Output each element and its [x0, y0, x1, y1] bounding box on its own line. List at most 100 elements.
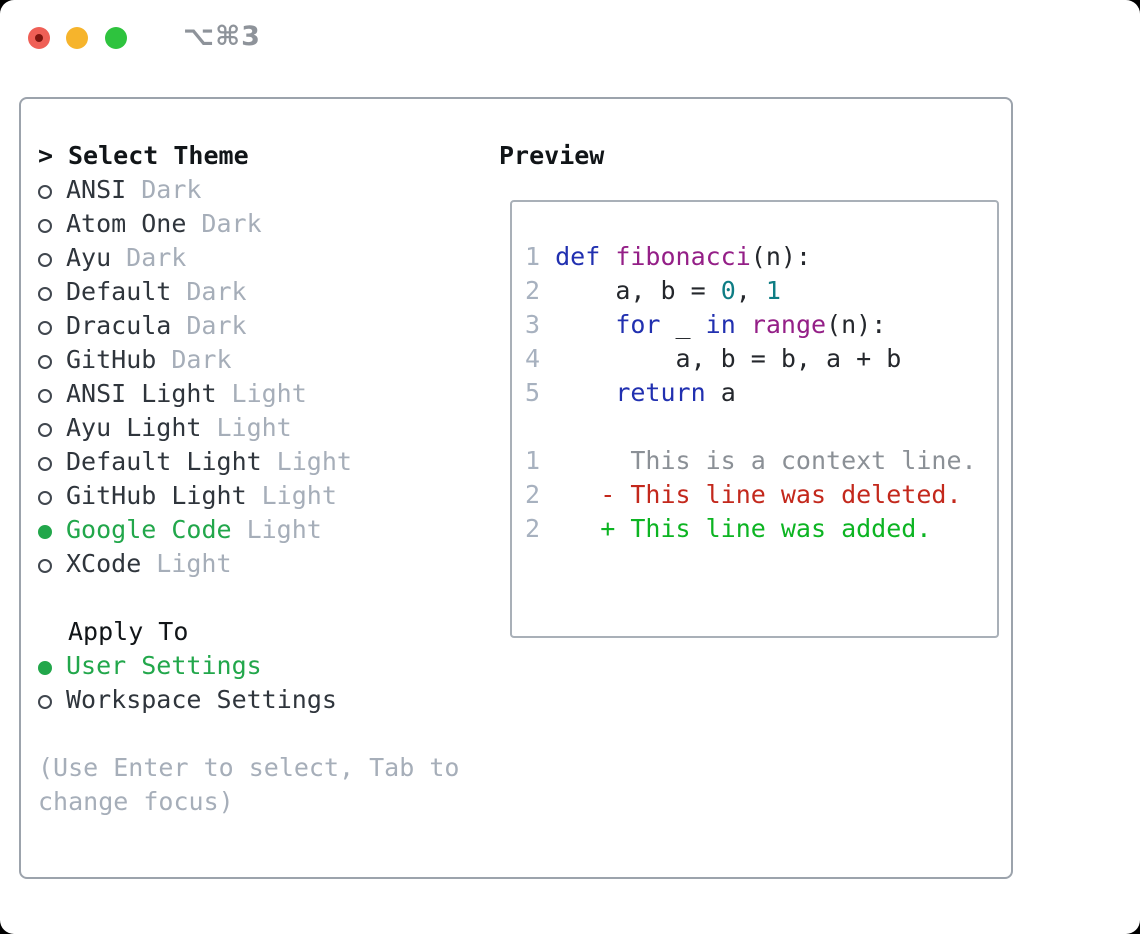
code-token-num: 1 — [525, 446, 556, 475]
close-dot-icon — [35, 34, 43, 42]
theme-option-label: Google Code — [66, 515, 232, 544]
theme-option-label: Default — [66, 277, 172, 306]
apply-option-workspace-settings[interactable]: Workspace Settings — [38, 683, 459, 717]
radio-icon — [38, 287, 52, 301]
theme-variant-label: Light — [276, 447, 352, 476]
code-token-ctx: This is a context line. — [555, 446, 977, 475]
theme-option-default-light[interactable]: Default Light Light — [38, 445, 459, 479]
theme-variant-label: Dark — [186, 311, 247, 340]
radio-icon — [38, 457, 52, 471]
code-line: 5 return a — [525, 376, 997, 410]
code-token-pln — [736, 310, 751, 339]
radio-icon — [38, 559, 52, 573]
code-token-pln: (n): — [750, 242, 812, 271]
theme-variant-label: Dark — [171, 345, 232, 374]
code-token-kw: in — [705, 310, 736, 339]
code-token-num: 5 — [525, 378, 556, 407]
code-token-num: 2 — [525, 514, 556, 543]
radio-icon — [38, 423, 52, 437]
code-token-num: 3 — [525, 310, 556, 339]
code-line: 3 for _ in range(n): — [525, 308, 997, 342]
apply-to-heading: Apply To — [68, 617, 189, 646]
radio-icon — [38, 355, 52, 369]
code-token-fn: range — [750, 310, 827, 339]
radio-selected-icon — [38, 525, 52, 539]
hint-line-1: (Use Enter to select, Tab to — [38, 753, 460, 782]
theme-variant-label: Dark — [141, 175, 202, 204]
select-theme-header: > Select Theme — [38, 139, 459, 173]
close-button[interactable] — [28, 27, 50, 49]
code-token-fn: fibonacci — [615, 242, 751, 271]
theme-option-github-light[interactable]: GitHub Light Light — [38, 479, 459, 513]
code-token-pln — [555, 310, 615, 339]
focus-cursor: > — [38, 141, 54, 170]
code-line: 2 + This line was added. — [525, 512, 997, 546]
theme-variant-label: Light — [246, 515, 322, 544]
apply-option-user-settings[interactable]: User Settings — [38, 649, 459, 683]
preview-heading: Preview — [499, 141, 605, 170]
code-token-add: + This line was added. — [555, 514, 932, 543]
theme-variant-label: Dark — [186, 277, 247, 306]
code-token-pln: a, b = — [555, 276, 721, 305]
theme-option-dracula[interactable]: Dracula Dark — [38, 309, 459, 343]
select-theme-title: Select Theme — [68, 141, 249, 170]
radio-icon — [38, 253, 52, 267]
hint-text: (Use Enter to select, Tab to change focu… — [38, 751, 459, 819]
code-token-pln: , — [735, 276, 766, 305]
radio-icon — [38, 695, 52, 709]
theme-variant-label: Light — [231, 379, 307, 408]
theme-option-ayu[interactable]: Ayu Dark — [38, 241, 459, 275]
theme-variant-label: Light — [261, 481, 337, 510]
code-line: 4 a, b = b, a + b — [525, 342, 997, 376]
radio-icon — [38, 389, 52, 403]
code-token-num: 2 — [525, 480, 556, 509]
apply-option-label: Workspace Settings — [66, 685, 337, 714]
code-line: 2 a, b = 0, 1 — [525, 274, 997, 308]
code-line: 1 This is a context line. — [525, 444, 997, 478]
theme-option-label: Ayu — [66, 243, 112, 272]
radio-icon — [38, 491, 52, 505]
theme-variant-label: Dark — [126, 243, 187, 272]
theme-variant-label: Light — [216, 413, 292, 442]
theme-option-ansi-light[interactable]: ANSI Light Light — [38, 377, 459, 411]
theme-variant-label: Dark — [201, 209, 262, 238]
code-token-pln: _ — [660, 310, 706, 339]
theme-option-label: GitHub Light — [66, 481, 247, 510]
hint-line-2: change focus) — [38, 787, 234, 816]
theme-option-label: Default Light — [66, 447, 262, 476]
code-token-num: 1 — [525, 242, 556, 271]
code-token-lit: 1 — [765, 276, 781, 305]
radio-icon — [38, 321, 52, 335]
theme-option-label: Ayu Light — [66, 413, 202, 442]
theme-option-label: Dracula — [66, 311, 172, 340]
code-token-kw: for — [615, 310, 661, 339]
code-line: 2 - This line was deleted. — [525, 478, 997, 512]
theme-option-label: ANSI Light — [66, 379, 217, 408]
apply-option-label: User Settings — [66, 651, 262, 680]
minimize-button[interactable] — [66, 27, 88, 49]
code-token-kw: return — [615, 378, 706, 407]
code-line: 1 def fibonacci(n): — [525, 240, 997, 274]
theme-option-default[interactable]: Default Dark — [38, 275, 459, 309]
titlebar: ⌥⌘3 — [0, 0, 1140, 76]
radio-selected-icon — [38, 661, 52, 675]
zoom-button[interactable] — [105, 27, 127, 49]
theme-option-google-code[interactable]: Google Code Light — [38, 513, 459, 547]
code-token-pln — [600, 242, 615, 271]
theme-option-ayu-light[interactable]: Ayu Light Light — [38, 411, 459, 445]
code-token-pln: (n): — [826, 310, 887, 339]
code-token-pln: a — [705, 378, 736, 407]
code-token-lit: 0 — [720, 276, 736, 305]
theme-variant-label: Light — [156, 549, 232, 578]
